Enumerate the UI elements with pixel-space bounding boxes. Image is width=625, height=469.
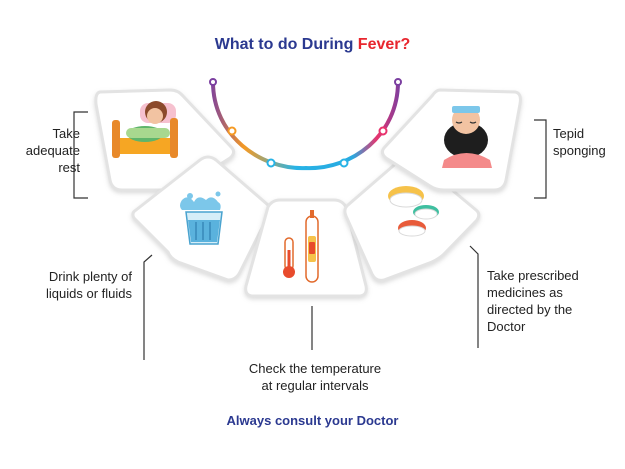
- label-sponging-line: sponging: [553, 143, 606, 158]
- arc-dot: [227, 126, 237, 136]
- label-medicines-line: Take prescribed: [487, 268, 579, 283]
- connector-lines: [73, 111, 547, 360]
- label-temperature-line: at regular intervals: [261, 378, 369, 393]
- label-medicines-line: medicines as: [487, 285, 563, 300]
- woman-with-cold-compress-icon: [440, 98, 504, 168]
- label-rest-line: rest: [58, 160, 80, 175]
- label-sponging-line: Tepid: [553, 126, 585, 141]
- connector-drink: [143, 254, 153, 360]
- page-title: What to do During Fever?: [0, 36, 625, 54]
- child-resting-in-bed-icon: [112, 101, 178, 158]
- label-rest-line: Take: [52, 126, 80, 141]
- label-sponging: Tepid sponging: [553, 125, 623, 159]
- footer-note: Always consult your Doctor: [226, 413, 399, 428]
- thermometer-icon: [283, 210, 319, 283]
- pills-icon: [388, 186, 439, 237]
- arc-dot: [209, 78, 217, 86]
- label-drink-line: liquids or fluids: [46, 286, 132, 301]
- connector-sponging: [534, 119, 547, 199]
- label-temperature: Check the temperature at regular interva…: [210, 360, 420, 394]
- arc-dot: [378, 126, 388, 136]
- label-drink: Drink plenty of liquids or fluids: [22, 268, 132, 302]
- arc-dot: [339, 158, 349, 168]
- arc-dots: [209, 78, 402, 168]
- arc-dot: [266, 158, 276, 168]
- label-rest: Take adequate rest: [20, 125, 80, 176]
- label-medicines: Take prescribed medicines as directed by…: [487, 267, 597, 335]
- glass-of-water-icon: [180, 191, 223, 245]
- arc-dot: [394, 78, 402, 86]
- connector-rest: [73, 111, 88, 199]
- title-prefix: What to do During: [214, 36, 358, 53]
- gradient-arc: [211, 80, 400, 171]
- label-drink-line: Drink plenty of: [48, 269, 132, 284]
- label-medicines-line: directed by the: [487, 302, 573, 317]
- label-rest-line: adequate: [25, 143, 80, 158]
- connector-medicines: [469, 245, 479, 348]
- label-medicines-line: Doctor: [487, 319, 526, 334]
- title-accent: Fever?: [357, 36, 411, 53]
- label-temperature-line: Check the temperature: [248, 361, 382, 376]
